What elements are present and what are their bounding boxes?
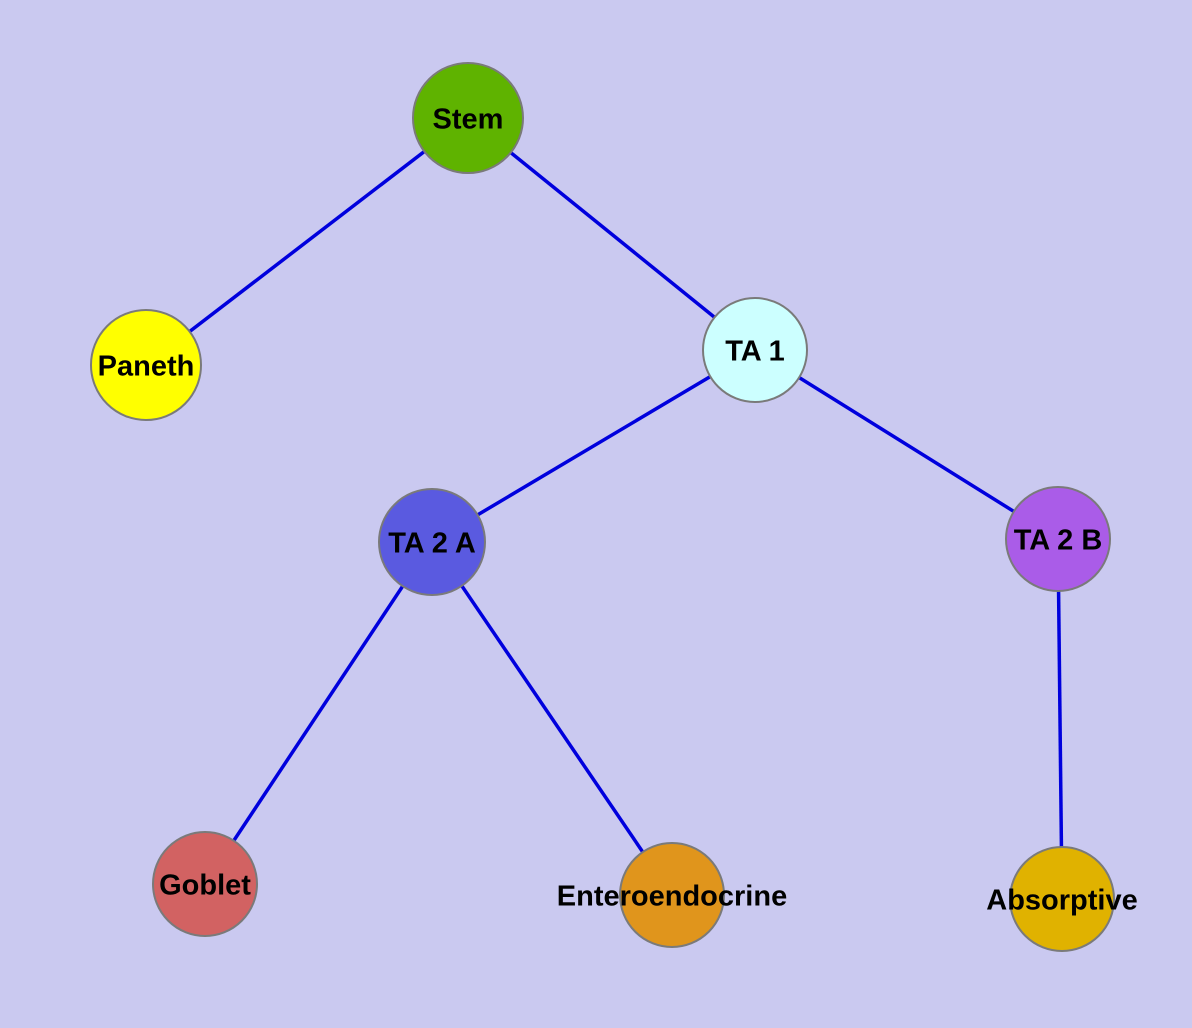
edge-ta1-ta2a: [431, 348, 756, 544]
edge-ta2a-enteroendocrine: [430, 541, 674, 896]
edge-stem-paneth: [144, 116, 470, 367]
edge-ta1-ta2b: [754, 348, 1059, 541]
node-enteroendocrine[interactable]: [619, 842, 725, 948]
edge-ta2a-goblet: [203, 541, 434, 885]
node-ta1[interactable]: [702, 297, 808, 403]
node-ta2a[interactable]: [378, 488, 486, 596]
node-stem[interactable]: [412, 62, 524, 174]
edge-stem-ta1: [466, 116, 757, 352]
node-paneth[interactable]: [90, 309, 202, 421]
edge-ta2b-absorptive: [1056, 538, 1064, 900]
node-ta2b[interactable]: [1005, 486, 1111, 592]
node-absorptive[interactable]: [1009, 846, 1115, 952]
node-goblet[interactable]: [152, 831, 258, 937]
